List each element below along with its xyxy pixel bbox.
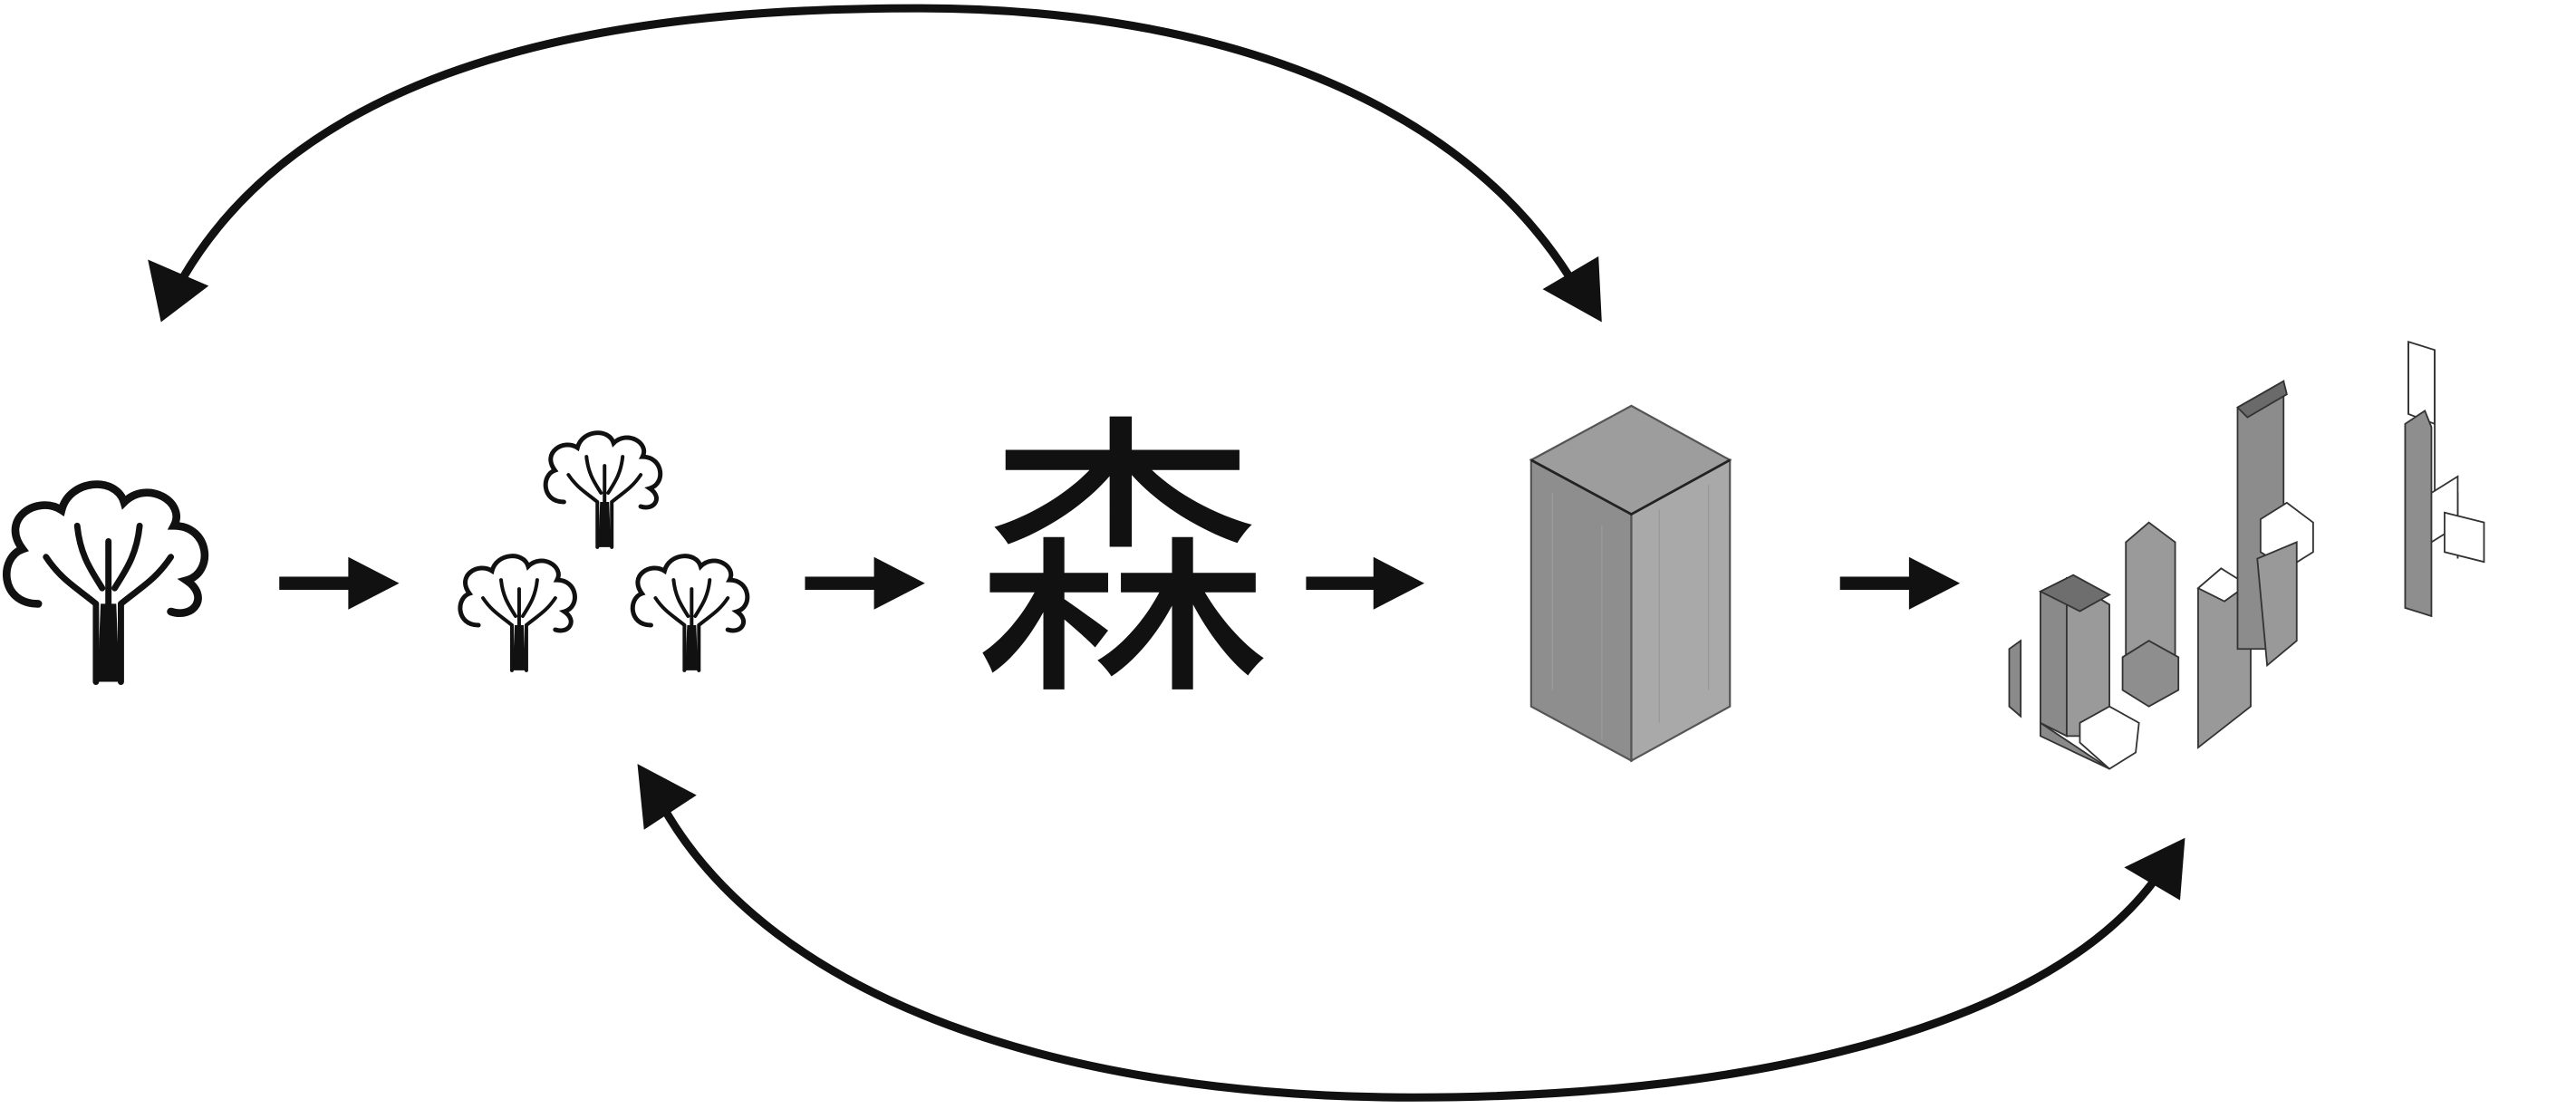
- arrowhead-right-icon: [1542, 256, 1602, 323]
- arrow-right-icon: [1839, 556, 1961, 610]
- arrow-right-icon: [279, 556, 400, 610]
- arrowhead-up-icon: [637, 764, 697, 830]
- arrowhead-upright-icon: [2124, 837, 2185, 901]
- three-trees-icon: [460, 433, 748, 670]
- tree-icon: [6, 485, 205, 682]
- forest-character: 森: [974, 391, 1269, 735]
- isometric-box-icon: [1529, 404, 1732, 763]
- arrow-right-icon: [805, 556, 925, 610]
- arrow-right-icon: [1306, 556, 1424, 610]
- arrowhead-left-icon: [148, 259, 209, 323]
- building-cluster-icon: [2008, 340, 2485, 770]
- bottom-cycle-arrow: [637, 764, 2185, 1102]
- step-arrows: [279, 556, 1961, 610]
- top-cycle-arrow: [148, 4, 1602, 323]
